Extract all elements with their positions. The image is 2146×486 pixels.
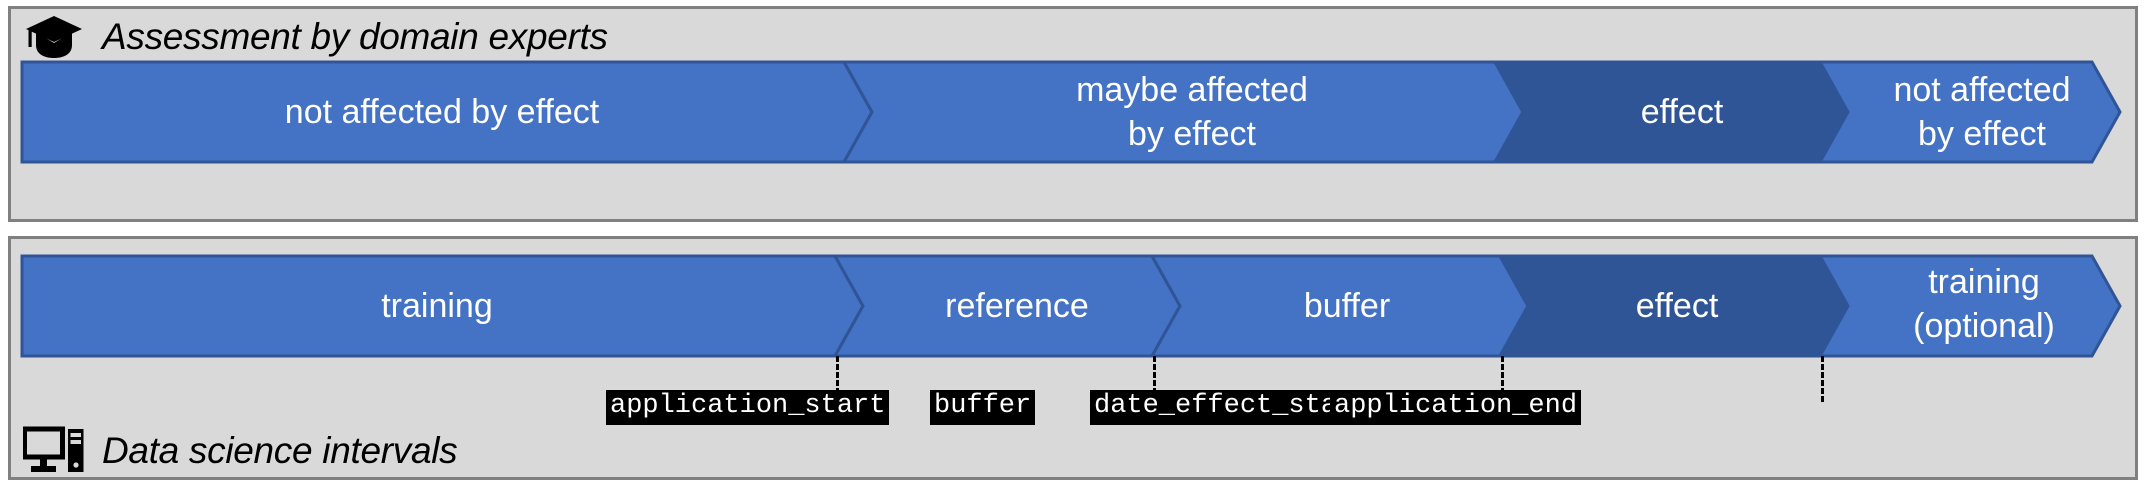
- tick-application-end: [1821, 356, 1824, 402]
- assessment-chevron-band: not affected by effect maybe affected by…: [20, 60, 2122, 164]
- assessment-caption-row: Assessment by domain experts: [22, 12, 608, 62]
- tick-date-effect-start: [1501, 356, 1504, 402]
- segment-label-training: training: [381, 287, 493, 325]
- segment-label-reference: reference: [945, 287, 1089, 325]
- data-science-caption-row: Data science intervals: [22, 426, 458, 476]
- segment-label-training-optional-line1: training: [1928, 263, 2040, 301]
- segment-label-maybe-affected-line1: maybe affected: [1076, 71, 1308, 109]
- graduation-cap-icon: [22, 12, 86, 62]
- segment-label-not-affected-2-line1: not affected: [1893, 71, 2070, 109]
- segment-label-not-affected-2-line2: by effect: [1918, 115, 2046, 153]
- segment-shape-training-optional[interactable]: [1817, 254, 2122, 358]
- code-label-application-end: application_end: [1330, 390, 1582, 426]
- segment-shape-not-affected-2[interactable]: [1817, 60, 2122, 164]
- desktop-computer-icon: [22, 426, 86, 476]
- segment-label-effect: effect: [1641, 93, 1724, 131]
- data-science-chevron-band: training reference buffer effect trainin…: [20, 254, 2122, 358]
- tick-buffer: [1153, 356, 1156, 402]
- segment-label-not-affected-1: not affected by effect: [285, 93, 600, 131]
- code-label-application-start: application_start: [606, 390, 890, 426]
- data-science-caption-label: Data science intervals: [102, 430, 458, 471]
- segment-label-training-optional-line2: (optional): [1913, 307, 2055, 345]
- tick-application-start: [836, 356, 839, 402]
- code-label-date-effect-start: date_effect_start: [1090, 390, 1374, 426]
- segment-label-effect: effect: [1636, 287, 1719, 325]
- code-label-buffer: buffer: [930, 390, 1036, 426]
- assessment-caption-label: Assessment by domain experts: [102, 16, 608, 57]
- segment-label-buffer: buffer: [1304, 287, 1390, 325]
- segment-label-maybe-affected-line2: by effect: [1128, 115, 1256, 153]
